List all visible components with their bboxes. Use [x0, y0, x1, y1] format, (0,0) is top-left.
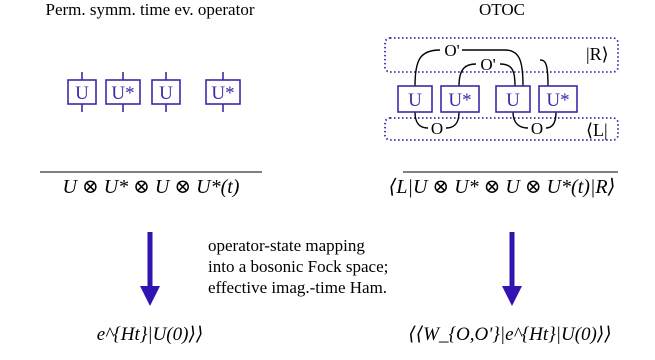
left-formula: U ⊗ U* ⊗ U ⊗ U*(t)	[63, 176, 240, 198]
right-box-ustar-1	[440, 85, 480, 113]
right-box-label: U	[506, 90, 520, 111]
left-box-group	[81, 72, 224, 112]
left-box-u-1	[67, 79, 97, 105]
right-box-label: U*	[448, 90, 471, 111]
otoc-wiring	[414, 49, 557, 129]
left-box-u-2	[151, 79, 181, 105]
left-box-label: U	[75, 83, 89, 104]
right-box-u-2	[495, 85, 531, 113]
bottom-state-box	[384, 117, 619, 141]
top-state-label: |R⟩	[586, 44, 609, 64]
left-box-ustar-2	[205, 79, 241, 105]
left-box-label: U*	[211, 83, 234, 104]
bottom-state-label: ⟨L|	[586, 120, 608, 140]
operator-label-top: O'	[480, 55, 495, 74]
right-box-label: U	[408, 90, 422, 111]
mapping-text-line-1: operator-state mapping	[208, 236, 365, 255]
right-box-label: U*	[546, 90, 569, 111]
operator-label-bottom: O	[531, 119, 543, 138]
left-box-label: U	[159, 83, 173, 104]
right-panel-title: OTOC	[479, 0, 525, 19]
right-box-ustar-2	[538, 85, 578, 113]
top-state-box	[384, 37, 619, 73]
mapping-text-line-2: into a bosonic Fock space;	[208, 257, 388, 276]
right-box-u-1	[397, 85, 433, 113]
right-formula: ⟨L|U ⊗ U* ⊗ U ⊗ U*(t)|R⟩	[389, 176, 616, 198]
left-box-label: U*	[111, 83, 134, 104]
left-box-ustar-1	[105, 79, 141, 105]
left-panel-title: Perm. symm. time ev. operator	[46, 0, 255, 19]
mapping-text-line-3: effective imag.-time Ham.	[208, 278, 387, 297]
operator-label-top: O'	[444, 41, 459, 60]
left-result-formula: e^{Ht}|U(0)⟩⟩	[97, 324, 204, 345]
operator-label-bottom: O	[431, 119, 443, 138]
right-result-formula: ⟨⟨W_{O,O'}|e^{Ht}|U(0)⟩⟩	[408, 324, 611, 345]
